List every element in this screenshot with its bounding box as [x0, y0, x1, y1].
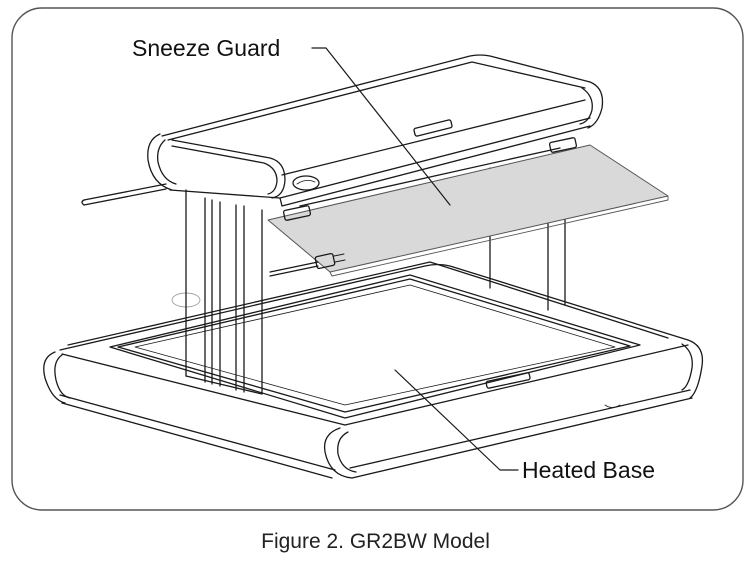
sneeze-guard-label: Sneeze Guard [132, 35, 280, 61]
heated-base-drawing [43, 261, 704, 479]
brand-logo-badge [292, 175, 320, 191]
heated-base-label: Heated Base [522, 457, 655, 483]
power-cord [81, 183, 346, 277]
heated-base-leader-line [394, 369, 519, 471]
control-display [413, 119, 453, 137]
left-support-post [185, 189, 263, 395]
top-hood [147, 54, 604, 221]
figure-caption: Figure 2. GR2BW Model [261, 530, 490, 553]
cord-plug [314, 252, 336, 270]
sneeze-guard-leader-line [311, 47, 451, 206]
